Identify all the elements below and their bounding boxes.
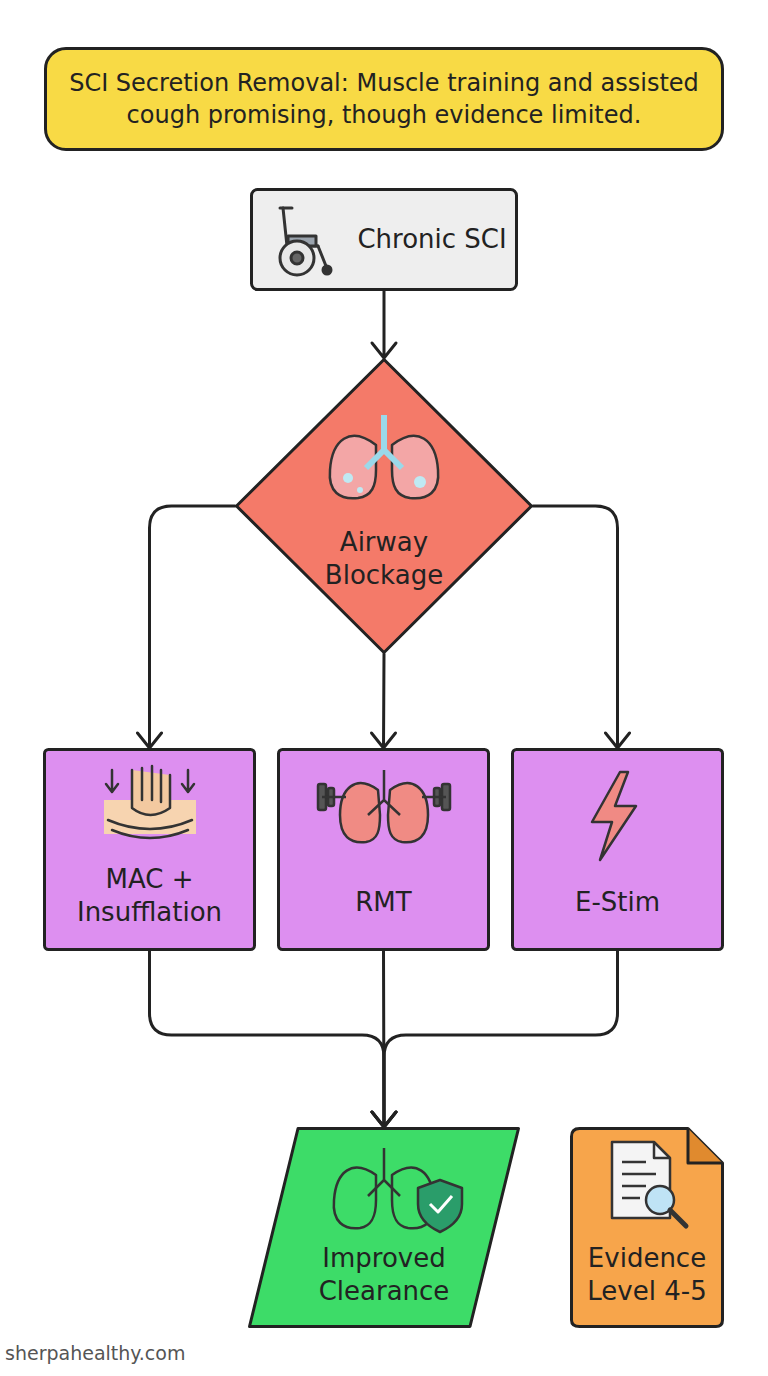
process-box: MAC + Insufflation [43, 748, 256, 951]
node-label: Chronic SCI [357, 223, 506, 256]
node-label: Airway Blockage [299, 526, 469, 592]
page-fold [688, 1129, 723, 1164]
flow-arrow [372, 951, 396, 1127]
assisted-cough-icon [104, 766, 196, 838]
start-box-fill [252, 190, 517, 290]
decision-diamond-fill [237, 360, 532, 653]
process-box-outline [277, 748, 490, 951]
process-box: E-Stim [511, 748, 724, 951]
decision-diamond: Airway Blockage [235, 358, 533, 654]
muscle-training-icon [318, 770, 450, 842]
process-box-fill [513, 750, 723, 950]
decision-diamond-outline [235, 358, 533, 654]
flow-arrow [150, 951, 397, 1127]
node-label: RMT [355, 886, 411, 919]
evidence-note: Evidence Level 4-5 [570, 1127, 724, 1328]
clear-lungs-icon [334, 1148, 462, 1232]
flow-arrow [372, 654, 396, 748]
node-label: E-Stim [575, 886, 660, 919]
outcome-parallelogram-fill [250, 1129, 519, 1327]
flow-arrow [372, 291, 396, 358]
process-box: RMT [277, 748, 490, 951]
node-label: Evidence Level 4-5 [572, 1242, 722, 1308]
process-box-fill [45, 750, 255, 950]
flow-arrow [138, 506, 236, 748]
process-box-fill [279, 750, 489, 950]
evidence-note-fill [572, 1129, 723, 1327]
outcome-parallelogram: Improved Clearance [248, 1127, 520, 1328]
blocked-lungs-icon [330, 415, 438, 498]
title-banner: SCI Secretion Removal: Muscle training a… [44, 47, 724, 151]
electric-stimulation-icon [592, 772, 636, 860]
wheelchair-icon [280, 208, 331, 275]
flow-arrow [372, 951, 618, 1127]
watermark: sherpahealthy.com [5, 1342, 185, 1364]
start-box: Chronic SCI [250, 188, 518, 291]
title-text: SCI Secretion Removal: Muscle training a… [65, 67, 703, 131]
node-label: Improved Clearance [299, 1242, 469, 1308]
process-box-outline [511, 748, 724, 951]
evidence-document-icon [612, 1142, 686, 1226]
flow-arrow [533, 506, 630, 748]
node-label: MAC + Insufflation [55, 863, 245, 929]
